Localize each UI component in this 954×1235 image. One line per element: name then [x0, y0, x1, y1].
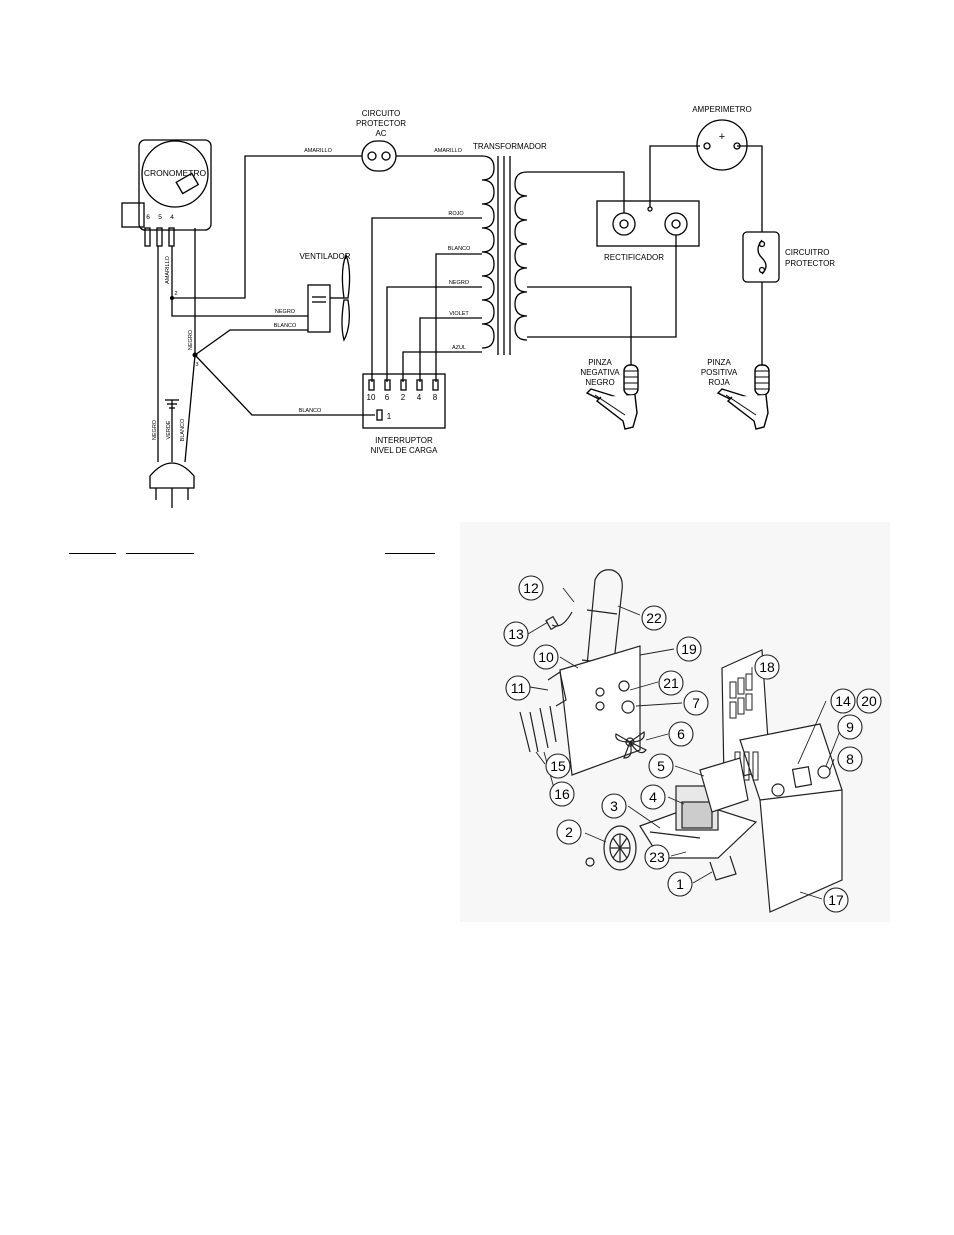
- wire-label-azul-tap: AZUL: [452, 345, 466, 351]
- wire-blanco-fan: [194, 329, 308, 356]
- parts-table-header-rule-2: [126, 553, 194, 554]
- pos-clamp-label-line-3: ROJA: [708, 378, 730, 387]
- ac-breaker-label-line-2: PROTECTOR: [356, 119, 406, 128]
- ammeter-plus: +: [719, 131, 725, 143]
- wire-label-negro-tap: NEGRO: [449, 280, 470, 286]
- fan-label: VENTILADOR: [299, 252, 350, 261]
- wire-azul-tap: [402, 351, 482, 382]
- ammeter-label: AMPERIMETRO: [692, 105, 752, 114]
- pos-clamp-label-line-2: POSITIVA: [701, 368, 738, 377]
- dc-breaker: [742, 231, 780, 283]
- ac-breaker: [361, 140, 397, 172]
- wire-label-negro-vertical: NEGRO: [188, 329, 194, 350]
- transformer-secondary: [514, 171, 528, 341]
- wire-label-violet-tap: VIOLET: [449, 311, 469, 317]
- wire-label-cord-negro: NEGRO: [152, 419, 158, 440]
- wire-negro-tap: [386, 286, 482, 382]
- ground-icon: [165, 399, 179, 462]
- wire-label-amarillo-right: AMARILLO: [434, 148, 463, 154]
- timer-terminal-5: 5: [158, 214, 162, 221]
- wire-label-blanco-fan: BLANCO: [274, 323, 297, 329]
- wire-blanco-tap: [435, 253, 482, 382]
- wire-negative-clamp: [527, 286, 632, 365]
- wire-label-amarillo-left: AMARILLO: [304, 148, 333, 154]
- wire-rojo: [371, 217, 482, 382]
- wire-to-ammeter: [649, 145, 700, 207]
- switch-terminal-2: 2: [401, 393, 406, 402]
- neg-clamp-label-line-3: NEGRO: [585, 378, 614, 387]
- neg-clamp-label-line-2: NEGATIVA: [580, 368, 620, 377]
- wire-label-amarillo-vertical: AMARILLO: [165, 255, 171, 284]
- switch-label-line-1: INTERRUPTOR: [375, 436, 433, 445]
- node-2-label: 2: [174, 291, 177, 297]
- wire-label-cord-verde: VERDE: [166, 420, 172, 439]
- wire-label-cord-blanco: BLANCO: [180, 418, 186, 441]
- wire-amarillo: [171, 155, 362, 299]
- pos-clamp-label-line-1: PINZA: [707, 358, 731, 367]
- wire-label-blanco-switch: BLANCO: [299, 408, 322, 414]
- timer-label: CRONOMETRO: [144, 168, 207, 178]
- rectifier: [596, 200, 700, 247]
- charge-level-switch: [362, 373, 446, 429]
- timer-terminal-6: 6: [146, 214, 150, 221]
- power-plug-icon: [149, 462, 195, 508]
- ammeter: [696, 119, 748, 171]
- wire-label-rojo: ROJO: [448, 211, 464, 217]
- switch-terminal-8: 8: [433, 393, 438, 402]
- switch-terminal-10: 10: [367, 393, 376, 402]
- fan-icon: [307, 253, 351, 342]
- ac-breaker-label-line-3: AC: [375, 129, 386, 138]
- switch-terminal-1: 1: [387, 412, 392, 421]
- wire-cord-blanco: [184, 354, 196, 463]
- wire-ammeter-breaker: [737, 145, 763, 232]
- parts-table-header-rule-1: [69, 553, 116, 554]
- wire-violet-tap: [419, 317, 482, 382]
- wire-label-blanco-tap: BLANCO: [448, 246, 471, 252]
- wire-label-negro-fan: NEGRO: [275, 309, 296, 315]
- transformer-label: TRANSFORMADOR: [473, 142, 547, 151]
- dc-breaker-label-line-2: PROTECTOR: [785, 259, 835, 268]
- wire-negro-fan: [171, 298, 308, 317]
- dc-breaker-label-line-1: CIRCUITRO: [785, 248, 829, 257]
- timer-box: [121, 139, 212, 247]
- parts-table-header-rule-3: [385, 553, 435, 554]
- switch-terminal-4: 4: [417, 393, 422, 402]
- wire-secondary-top: [527, 171, 625, 213]
- node-3-label: 3: [195, 362, 198, 368]
- switch-label-line-2: NIVEL DE CARGA: [371, 446, 438, 455]
- neg-clamp-label-line-1: PINZA: [588, 358, 612, 367]
- timer-terminal-4: 4: [170, 214, 174, 221]
- rectifier-label: RECTIFICADOR: [604, 253, 664, 262]
- wire-rect-bottom: [527, 235, 677, 338]
- transformer-primary: [481, 155, 495, 349]
- wire-blanco-switch: [194, 354, 375, 416]
- ac-breaker-label-line-1: CIRCUITO: [362, 109, 401, 118]
- switch-terminal-6: 6: [385, 393, 390, 402]
